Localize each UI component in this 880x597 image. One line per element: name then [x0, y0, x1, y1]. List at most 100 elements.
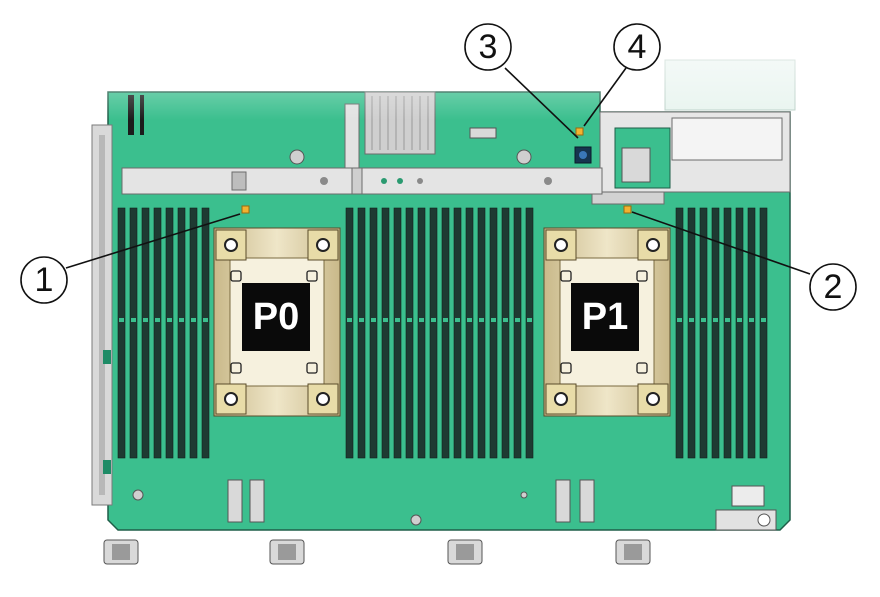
bottom-latches — [103, 539, 651, 565]
dimm-bracket — [121, 167, 603, 195]
cpu-retention-mark — [560, 270, 572, 282]
dimm-slot — [501, 207, 510, 459]
dimm-slot-key — [725, 318, 730, 322]
cpu-screw-hole — [646, 238, 660, 252]
dimm-slot — [129, 207, 138, 459]
cpu-screw-hole — [554, 238, 568, 252]
callout-2: 2 — [823, 268, 843, 306]
callout-4-circle — [613, 23, 661, 71]
dimm-slot — [759, 207, 768, 459]
dimm-slot-key — [407, 318, 412, 322]
dimm-slot-key — [191, 318, 196, 322]
dimm-slots — [117, 207, 768, 459]
dimm-slot-key — [689, 318, 694, 322]
dimm-slot-key — [383, 318, 388, 322]
cpu-retention-mark — [636, 270, 648, 282]
callout-2-circle — [809, 263, 857, 311]
dimm-slot — [675, 207, 684, 459]
dimm-slot-key — [131, 318, 136, 322]
callout-1: 1 — [34, 261, 54, 299]
processor-label-p1: P1 — [571, 283, 639, 351]
callout-1-circle — [20, 256, 68, 304]
dimm-slot-key — [143, 318, 148, 322]
callout-4: 4 — [627, 28, 647, 66]
bottom-connectors — [132, 479, 777, 531]
dimm-slot-key — [761, 318, 766, 322]
dimm-slot-key — [515, 318, 520, 322]
dimm-slot-key — [455, 318, 460, 322]
dimm-slot — [711, 207, 720, 459]
cpu-screw-hole — [316, 392, 330, 406]
dimm-slot-key — [467, 318, 472, 322]
dimm-slot — [513, 207, 522, 459]
dimm-slot — [345, 207, 354, 459]
dimm-slot — [525, 207, 534, 459]
dimm-slot-key — [179, 318, 184, 322]
dimm-slot-key — [503, 318, 508, 322]
dimm-slot — [735, 207, 744, 459]
dimm-slot — [405, 207, 414, 459]
cpu-retention-mark — [306, 362, 318, 374]
dimm-slot — [747, 207, 756, 459]
cpu-retention-mark — [230, 270, 242, 282]
dimm-slot-key — [371, 318, 376, 322]
dimm-slot — [165, 207, 174, 459]
dimm-slot-key — [443, 318, 448, 322]
amber-led-4 — [575, 127, 584, 136]
dimm-slot-key — [155, 318, 160, 322]
dimm-slot — [429, 207, 438, 459]
dimm-slot-key — [479, 318, 484, 322]
dimm-slot — [687, 207, 696, 459]
dimm-slot — [489, 207, 498, 459]
dimm-slot — [441, 207, 450, 459]
dimm-slot — [117, 207, 126, 459]
processor-label-p0: P0 — [242, 283, 310, 351]
dimm-slot — [381, 207, 390, 459]
callouts — [20, 23, 857, 311]
amber-led-1 — [241, 205, 250, 214]
dimm-slot — [369, 207, 378, 459]
dimm-slot — [417, 207, 426, 459]
right-riser — [591, 111, 791, 205]
dimm-slot — [699, 207, 708, 459]
dimm-slot-key — [119, 318, 124, 322]
dimm-slot-key — [677, 318, 682, 322]
dimm-slot — [141, 207, 150, 459]
dimm-slot — [393, 207, 402, 459]
dimm-slot — [153, 207, 162, 459]
cpu-corner-pad — [215, 229, 247, 261]
dimm-slot — [201, 207, 210, 459]
dimm-slot — [477, 207, 486, 459]
cpu-retention-mark — [636, 362, 648, 374]
cpu-screw-hole — [224, 238, 238, 252]
dimm-slot-key — [701, 318, 706, 322]
dimm-slot-key — [431, 318, 436, 322]
cpu-retention-mark — [230, 362, 242, 374]
top-fade — [100, 0, 800, 120]
cpu-screw-hole — [316, 238, 330, 252]
dimm-slot-key — [347, 318, 352, 322]
dimm-slot — [357, 207, 366, 459]
dimm-slot-key — [491, 318, 496, 322]
dimm-slot — [189, 207, 198, 459]
dimm-slot — [465, 207, 474, 459]
cpu-screw-hole — [554, 392, 568, 406]
left-rail — [91, 124, 113, 506]
dimm-slot — [453, 207, 462, 459]
dimm-slot-key — [737, 318, 742, 322]
cpu-retention-mark — [560, 362, 572, 374]
blue-led — [579, 151, 587, 159]
cpu-screw-hole — [646, 392, 660, 406]
dimm-slot-key — [167, 318, 172, 322]
amber-led-2 — [623, 205, 632, 214]
cpu-retention-mark — [306, 270, 318, 282]
cpu-corner-pad — [545, 383, 577, 415]
callout-3-circle — [464, 23, 512, 71]
dimm-slot — [723, 207, 732, 459]
callout-3: 3 — [478, 28, 498, 66]
dimm-slot-key — [359, 318, 364, 322]
dimm-slot-key — [749, 318, 754, 322]
dimm-slot-key — [419, 318, 424, 322]
dimm-slot-key — [203, 318, 208, 322]
